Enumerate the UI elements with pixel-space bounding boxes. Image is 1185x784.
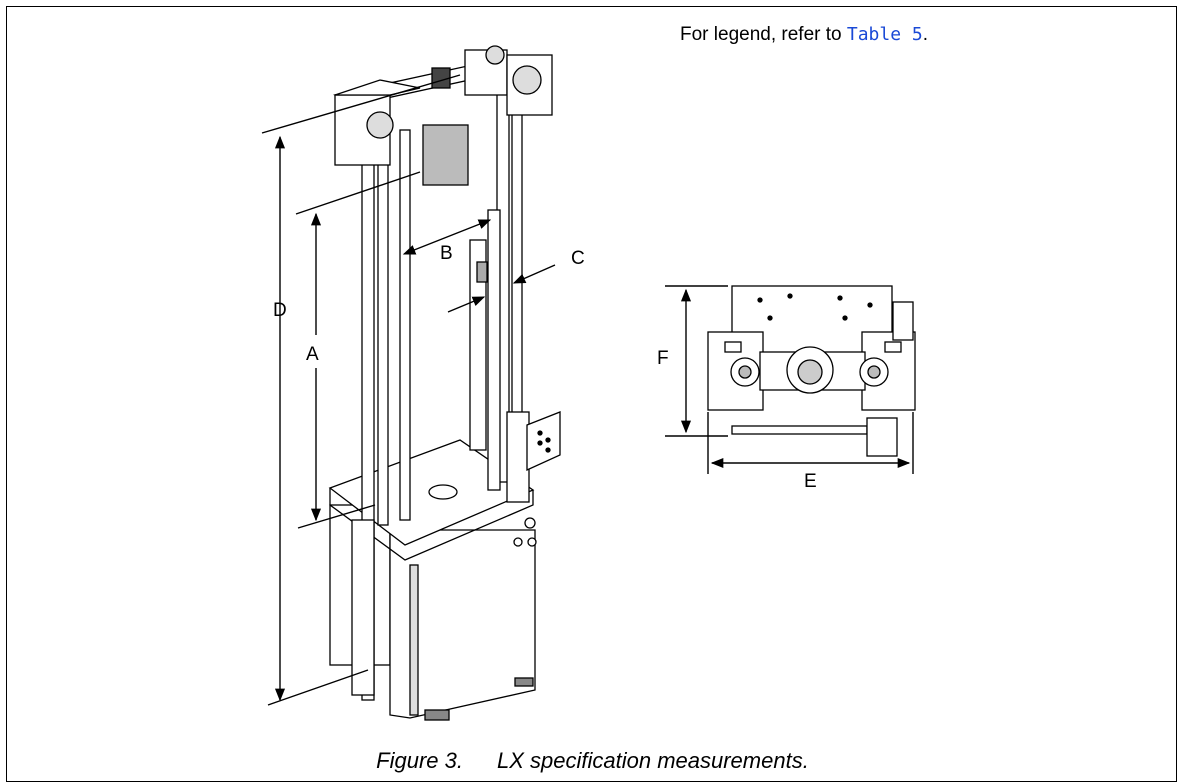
dimension-arrow-c-left [447,296,486,313]
load-cell [422,124,469,186]
legend-note: For legend, refer to Table 5. [680,24,928,46]
dimension-a [295,171,421,529]
label-e: E [804,471,817,492]
dimension-b [402,219,492,255]
extension-line [261,74,461,134]
cabinet-foot [514,677,534,687]
machine-front-view [328,45,561,721]
cabinet-knob [527,537,537,547]
fixture [428,484,458,500]
cabinet-foot [424,709,450,721]
pulley [512,65,542,95]
table-link[interactable]: Table 5 [846,24,923,45]
side-bracket [892,301,914,341]
control-pendant [526,411,561,472]
legend-suffix: . [922,24,929,45]
pendant-body [506,411,530,503]
cabinet-seam [409,564,419,716]
machine-top-view [707,285,916,457]
label-b: B [440,243,453,264]
inner-column [399,129,411,521]
legend-prefix: For legend, refer to [680,24,847,45]
dimension-c [447,264,556,313]
dimension-e [707,412,914,474]
pulley [366,111,394,139]
left-leg [351,519,375,696]
control-pendant-top [866,417,898,457]
extension-line [295,171,421,215]
figure-caption: Figure 3. LX specification measurements. [0,748,1185,774]
pendant-arm [731,425,868,435]
figure-title: LX specification measurements. [497,748,809,773]
pulley [485,45,505,65]
cabinet-knob [513,537,523,547]
inner-column [487,209,501,491]
label-a: A [306,344,319,365]
dimension-arrow-c-right [512,264,556,284]
label-c: C [571,248,585,269]
left-column-rear [377,144,389,526]
cabinet-front-face [389,529,536,719]
figure-frame [6,6,1177,782]
dimension-f [665,285,728,437]
extension-line [297,504,376,529]
dimension-arrow-b [402,219,492,255]
cabinet-knob [524,517,536,529]
figure-number: Figure 3. [376,748,463,773]
label-d: D [273,300,287,321]
label-f: F [657,348,669,369]
dimension-d [261,74,461,706]
